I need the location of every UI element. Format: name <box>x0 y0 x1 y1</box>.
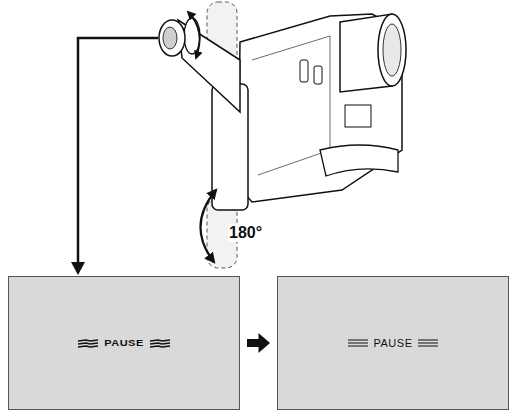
line-symbol <box>77 338 99 348</box>
flow-arrow <box>247 333 270 353</box>
lens-front <box>378 14 406 86</box>
camera-body <box>238 14 402 202</box>
screen-display: PAUSE <box>277 276 509 410</box>
line-symbol <box>417 338 439 348</box>
view-leader <box>78 38 158 264</box>
status-text: PAUSE <box>104 338 144 348</box>
rotation-arrow <box>200 190 216 262</box>
line-symbol <box>347 338 369 348</box>
status-text: PAUSE <box>374 337 413 349</box>
screen-display: PAUSE <box>8 276 240 410</box>
hand-strap <box>320 145 398 176</box>
eyepiece <box>159 20 185 56</box>
angle-label: 180° <box>228 224 263 242</box>
line-symbol <box>149 338 171 348</box>
